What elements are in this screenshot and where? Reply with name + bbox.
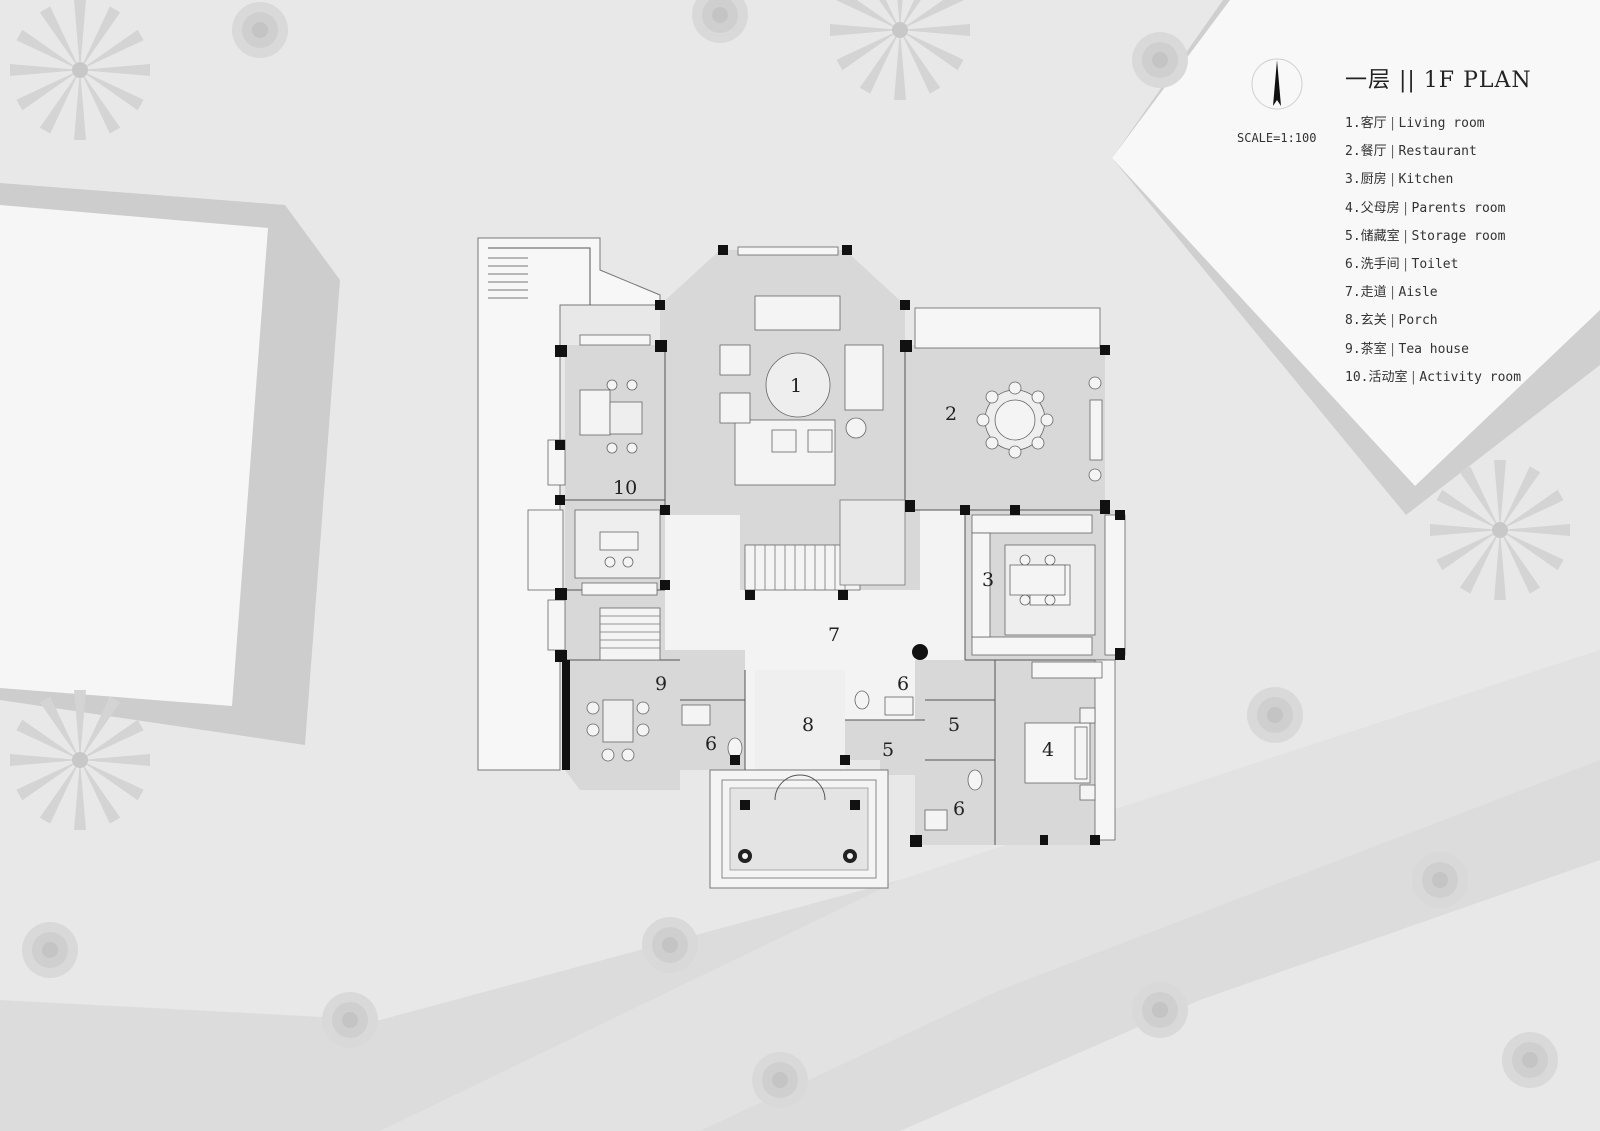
legend-item: 6.洗手间|Toilet bbox=[1345, 256, 1521, 284]
legend-chinese: 茶室 bbox=[1360, 341, 1387, 357]
legend-number: 8. bbox=[1345, 313, 1361, 329]
legend-separator: | bbox=[1401, 200, 1410, 216]
legend-item: 2.餐厅|Restaurant bbox=[1345, 143, 1521, 171]
legend-chinese: 活动室 bbox=[1368, 369, 1408, 385]
legend-english: Tea house bbox=[1398, 341, 1469, 357]
room-label-storage-b: 5 bbox=[882, 739, 894, 761]
room-label-restaurant: 2 bbox=[945, 403, 957, 425]
tree-icon bbox=[752, 1052, 808, 1108]
legend-item: 10.活动室|Activity room bbox=[1345, 369, 1521, 397]
legend-number: 3. bbox=[1345, 172, 1361, 188]
tree-icon bbox=[1412, 852, 1468, 908]
tree-icon bbox=[1502, 1032, 1558, 1088]
room-labels: 1 2 3 4 5 5 6 6 6 7 8 9 10 bbox=[613, 375, 1054, 820]
legend-number: 1. bbox=[1345, 116, 1361, 131]
legend-english: Porch bbox=[1398, 313, 1438, 329]
legend-number: 10. bbox=[1345, 369, 1369, 385]
legend-chinese: 玄关 bbox=[1360, 313, 1387, 329]
floor-plan bbox=[477, 237, 1126, 889]
room-label-kitchen: 3 bbox=[982, 569, 994, 591]
legend-item: 7.走道|Aisle bbox=[1345, 284, 1521, 312]
legend-item: 8.玄关|Porch bbox=[1345, 312, 1521, 340]
legend-separator: | bbox=[1388, 313, 1397, 329]
room-label-tea: 9 bbox=[655, 673, 667, 695]
tree-icon bbox=[22, 922, 78, 978]
scale-label: SCALE=1:100 bbox=[1237, 131, 1317, 145]
legend-separator: | bbox=[1388, 144, 1397, 160]
legend-chinese: 客厅 bbox=[1360, 116, 1387, 131]
legend-item: 1.客厅|Living room bbox=[1345, 115, 1521, 143]
legend-separator: | bbox=[1401, 256, 1410, 272]
north-arrow-icon bbox=[1251, 58, 1303, 110]
room-label-living: 1 bbox=[790, 375, 802, 397]
legend-chinese: 洗手间 bbox=[1360, 256, 1400, 272]
legend-english: Restaurant bbox=[1398, 144, 1477, 160]
legend-separator: | bbox=[1388, 116, 1397, 131]
legend-chinese: 厨房 bbox=[1360, 172, 1387, 188]
legend-chinese: 父母房 bbox=[1360, 200, 1400, 216]
legend-item: 9.茶室|Tea house bbox=[1345, 341, 1521, 369]
room-label-activity: 10 bbox=[613, 477, 637, 499]
tree-icon bbox=[1132, 32, 1188, 88]
legend-separator: | bbox=[1409, 369, 1418, 385]
legend-english: Toilet bbox=[1411, 256, 1459, 272]
legend-chinese: 储藏室 bbox=[1360, 228, 1400, 244]
legend-english: Activity room bbox=[1419, 369, 1522, 385]
legend-chinese: 走道 bbox=[1360, 285, 1387, 301]
legend-item: 3.厨房|Kitchen bbox=[1345, 171, 1521, 199]
tree-icon bbox=[1132, 982, 1188, 1038]
legend-separator: | bbox=[1401, 228, 1410, 244]
legend-number: 9. bbox=[1345, 341, 1361, 357]
legend-number: 5. bbox=[1345, 228, 1361, 244]
room-label-toilet-c: 6 bbox=[953, 798, 965, 820]
tree-icon bbox=[232, 2, 288, 58]
legend-item: 5.储藏室|Storage room bbox=[1345, 228, 1521, 256]
legend-chinese: 餐厅 bbox=[1360, 144, 1387, 160]
legend-number: 7. bbox=[1345, 285, 1361, 301]
legend-separator: | bbox=[1388, 285, 1397, 301]
plan-title: 一层 || 1F PLAN bbox=[1345, 68, 1532, 93]
legend-item: 4.父母房|Parents room bbox=[1345, 200, 1521, 228]
room-label-aisle: 7 bbox=[828, 624, 840, 646]
legend-english: Parents room bbox=[1411, 200, 1506, 216]
legend-number: 6. bbox=[1345, 256, 1361, 272]
legend-number: 2. bbox=[1345, 144, 1361, 160]
legend-english: Aisle bbox=[1398, 285, 1438, 301]
legend-english: Living room bbox=[1398, 116, 1485, 131]
room-label-parents: 4 bbox=[1042, 739, 1054, 761]
legend-number: 4. bbox=[1345, 200, 1361, 216]
room-label-storage-a: 5 bbox=[948, 714, 960, 736]
legend-english: Storage room bbox=[1411, 228, 1506, 244]
tree-icon bbox=[322, 992, 378, 1048]
room-label-toilet-b: 6 bbox=[705, 733, 717, 755]
tree-icon bbox=[1247, 687, 1303, 743]
room-label-toilet-a: 6 bbox=[897, 673, 909, 695]
tree-icon bbox=[642, 917, 698, 973]
legend-separator: | bbox=[1388, 341, 1397, 357]
room-label-porch: 8 bbox=[802, 714, 814, 736]
legend-english: Kitchen bbox=[1398, 172, 1454, 188]
legend-separator: | bbox=[1388, 172, 1397, 188]
room-legend: 1.客厅|Living room 2.餐厅|Restaurant 3.厨房|Ki… bbox=[1345, 115, 1521, 397]
